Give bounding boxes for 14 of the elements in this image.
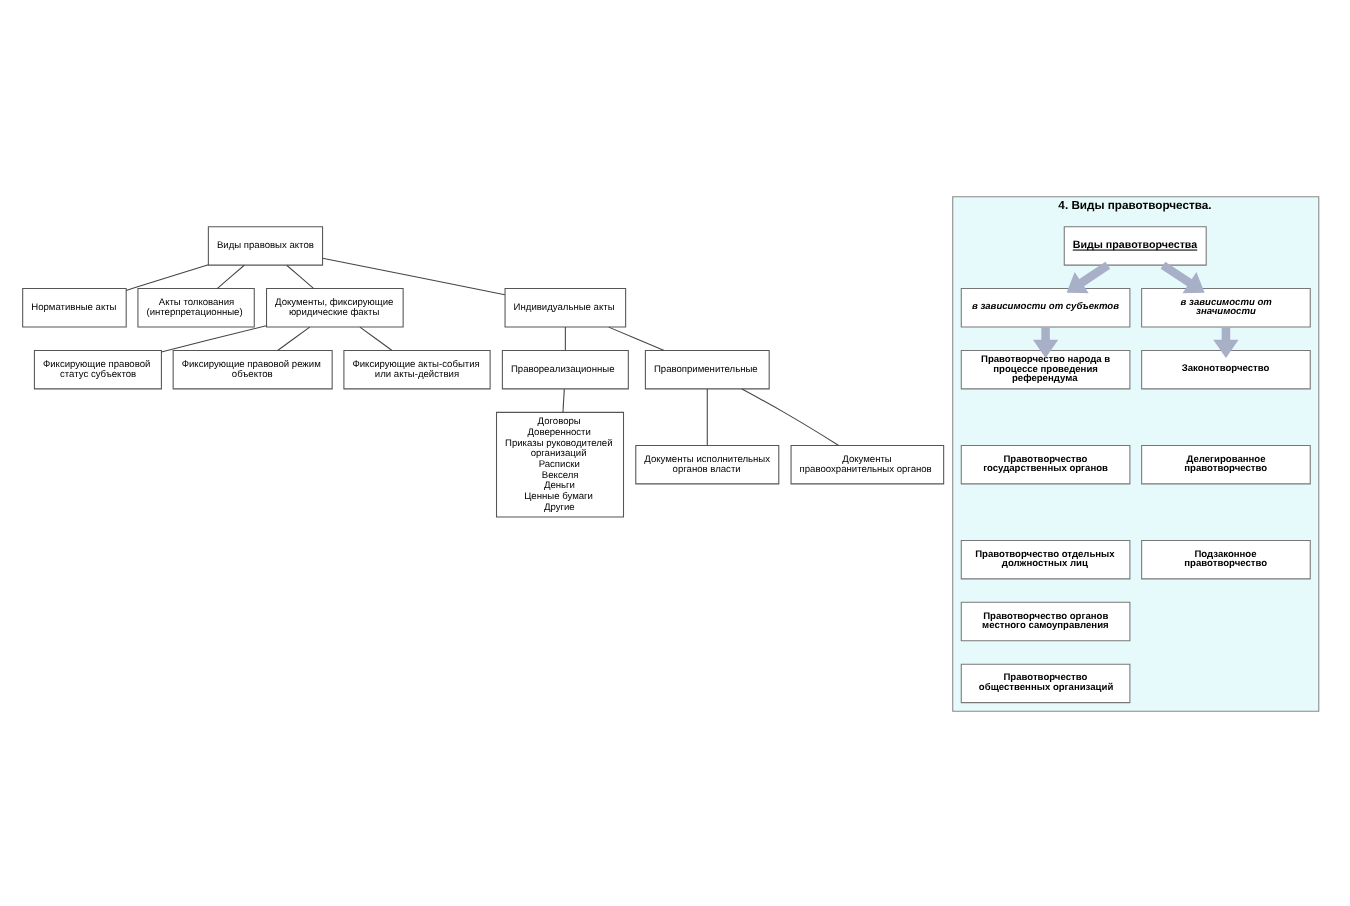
connector (125, 263, 209, 290)
connector (359, 325, 393, 350)
connector (216, 263, 245, 289)
connector (277, 325, 311, 350)
connector (322, 256, 506, 295)
connector (608, 325, 665, 350)
connector (562, 387, 565, 412)
arrow (1160, 260, 1205, 293)
connector (706, 387, 708, 445)
connector (564, 325, 566, 350)
connector (286, 263, 315, 289)
connector (160, 324, 267, 352)
connector (741, 387, 840, 445)
arrow (1066, 260, 1111, 293)
